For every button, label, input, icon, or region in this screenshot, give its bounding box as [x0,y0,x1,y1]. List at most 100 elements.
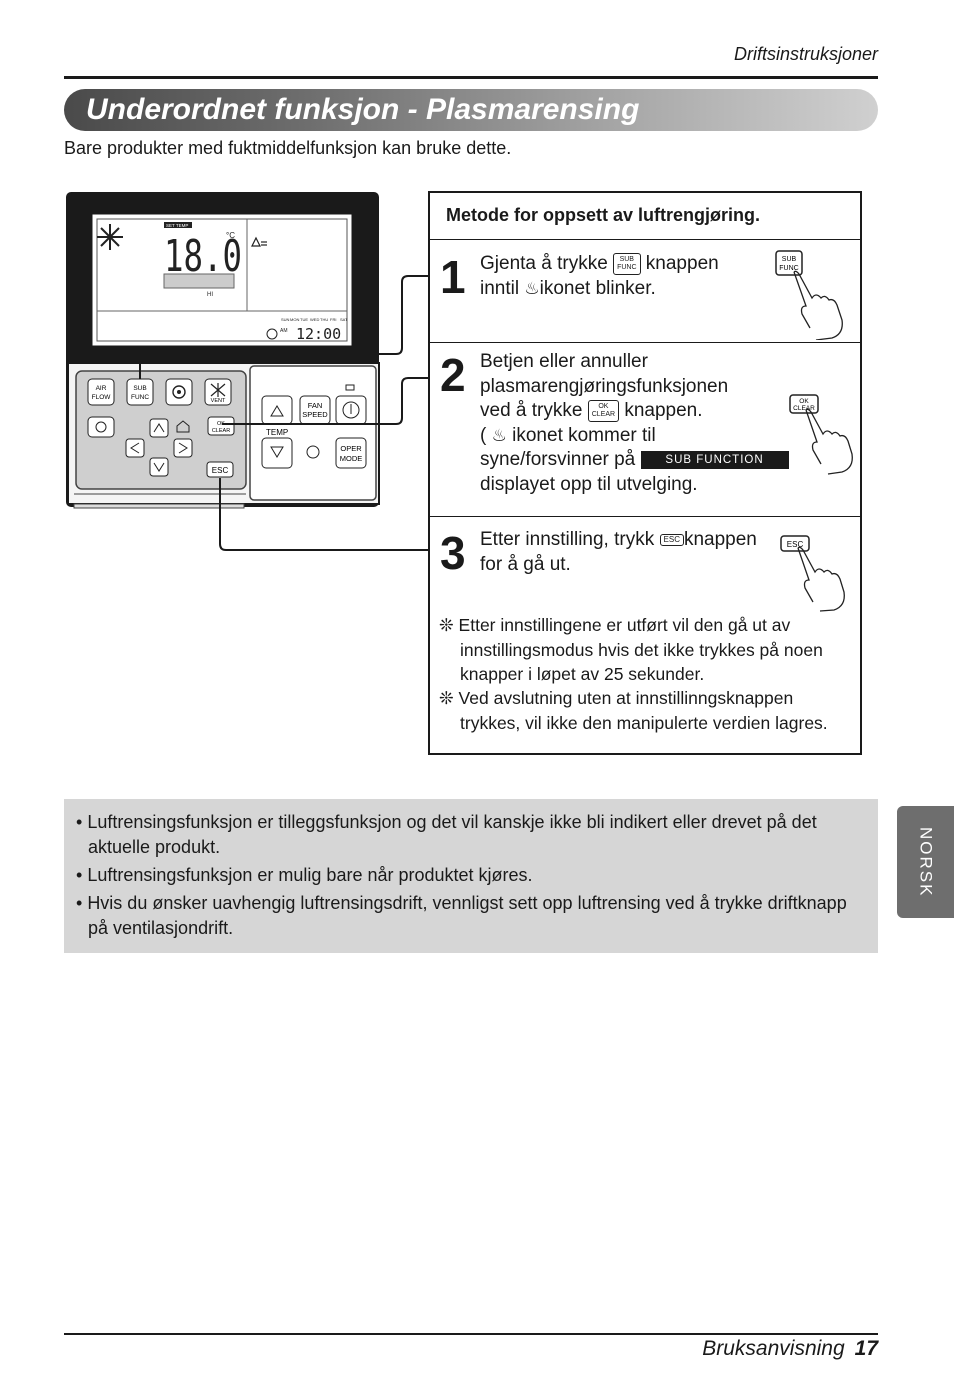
svg-text:VENT: VENT [211,398,226,404]
step-2-line4-b: ikonet kommer til [512,424,656,446]
step-2-line1: Betjen eller annuller [480,351,648,372]
hand-key-label: ESC [787,540,804,549]
power-icon [342,401,360,419]
hand-key-label: FUNC [779,265,798,272]
svg-text:OK: OK [217,421,225,427]
language-tab-label: NORSK [916,826,936,898]
steps-divider [430,342,860,343]
note-1: ❊ Etter innstillingene er utført vil den… [439,615,823,684]
air-flow-button[interactable]: AIR FLOW [87,378,115,406]
page-number: 17 [854,1337,878,1360]
note-mark: ❊ [439,688,454,708]
step-1-line2-a: inntil [480,277,520,299]
plasma-icon: ♨ [524,278,540,298]
step-2-line4-a: ( [480,424,487,446]
svg-text:CLEAR: CLEAR [212,428,230,434]
svg-text:ESC: ESC [212,466,229,475]
snowflake-icon [97,224,123,250]
sub-function-display-bar: SUB FUNCTION [640,450,789,469]
language-tab [897,806,954,918]
svg-text:FLOW: FLOW [92,394,112,401]
hand-key-label: CLEAR [793,405,815,412]
step-2-line3-a: ved å trykke [480,400,583,421]
info-bullet: • Luftrensingsfunksjon er tilleggsfunksj… [76,812,817,857]
svg-text:SUB: SUB [133,385,146,392]
steps-divider [430,239,860,240]
lcd-day-thu: THU [320,317,328,322]
steps-divider [430,516,860,517]
info-box [64,799,878,953]
svg-text:SPEED: SPEED [302,410,328,419]
chevron-left-icon [130,442,140,454]
lcd-day-tue: TUE [300,317,308,322]
lcd-fan-label: HI [207,292,213,298]
svg-text:AIR: AIR [96,385,107,392]
callout-line-step3 [219,478,428,551]
step-number: 2 [440,349,466,401]
title-bar [64,89,878,131]
footer: Bruksanvisning 17 [600,1337,878,1361]
footer-label: Bruksanvisning [702,1337,845,1360]
hand-press-icon: OK CLEAR [789,394,853,475]
clock-icon [95,421,107,433]
steps-panel [428,191,862,755]
step-1-line2-b: ikonet blinker. [539,277,656,299]
down-arrow-button[interactable] [149,457,169,477]
page-title: Underordnet funksjon - Plasmarensing [86,93,640,126]
step-number: 1 [440,251,466,303]
indicator-led [306,445,320,459]
triangle-up-icon [270,405,284,417]
chevron-up-icon [153,423,165,433]
remote-controller-illustration: SET TEMP 18.0 °C HI SUN MON TUE WED THU … [66,192,380,509]
vent-icon [210,383,226,397]
step-2-text: Betjen eller annuller plasmarengjøringsf… [480,350,810,497]
lcd-fan-bar [163,273,235,289]
section-header-label: Driftsinstruksjoner [733,44,878,64]
step-1-line1-b: knappen [645,253,719,274]
note-mark: ❊ [439,615,454,635]
step-2-line2: plasmarengjøringsfunksjonen [480,375,729,397]
lcd-day-fri: FRI [330,317,336,322]
top-rule [64,76,878,79]
up-arrow-button[interactable] [149,418,169,438]
chevron-right-icon [178,442,188,454]
oper-mode-button[interactable]: OPER MODE [335,437,367,469]
step-2-line6: displayet opp til utvelging. [480,473,698,495]
callout-lines [139,275,428,551]
plasma-icon: ♨ [491,425,507,445]
vent-button[interactable]: VENT [204,378,232,406]
left-arrow-button[interactable] [125,438,145,458]
bottom-rule [64,1333,878,1335]
timer-button[interactable] [87,416,115,438]
lcd-unit: °C [226,231,235,240]
hand-press-icon: SUB FUNC [775,250,843,340]
svg-text:FAN: FAN [308,401,323,410]
steps-panel-header: Metode for oppsett av luftrengjøring. [446,205,760,225]
gear-icon [172,385,186,399]
step-3-line1-b: knappen [683,529,757,550]
hand-press-icon: ESC [780,535,845,612]
right-arrow-button[interactable] [173,438,193,458]
lcd-day-sun: SUN [281,317,290,322]
home-icon [176,420,190,433]
ok-clear-button[interactable]: OK CLEAR [207,416,235,436]
svg-text:OPER: OPER [340,444,362,453]
chevron-down-icon [153,462,165,472]
hand-key-label: OK [799,398,809,405]
temp-down-button[interactable] [261,437,293,469]
step-2-line5-a: syne/forsvinner på [480,449,636,470]
lcd-am-label: AM [280,328,288,334]
settings-button[interactable] [165,378,193,406]
hand-key-label: SUB [782,256,797,263]
lcd-time: 12:00 [296,325,341,343]
lcd-day-wed: WED [310,317,319,322]
lcd-day-mon: MON [290,317,299,322]
step-1-line1-a: Gjenta å trykke [480,253,608,274]
lcd-set-temp-label: SET TEMP [166,223,188,228]
esc-button[interactable]: ESC [206,461,234,478]
step-3-line2: for å gå ut. [480,553,571,575]
plasma-icon [251,236,267,247]
